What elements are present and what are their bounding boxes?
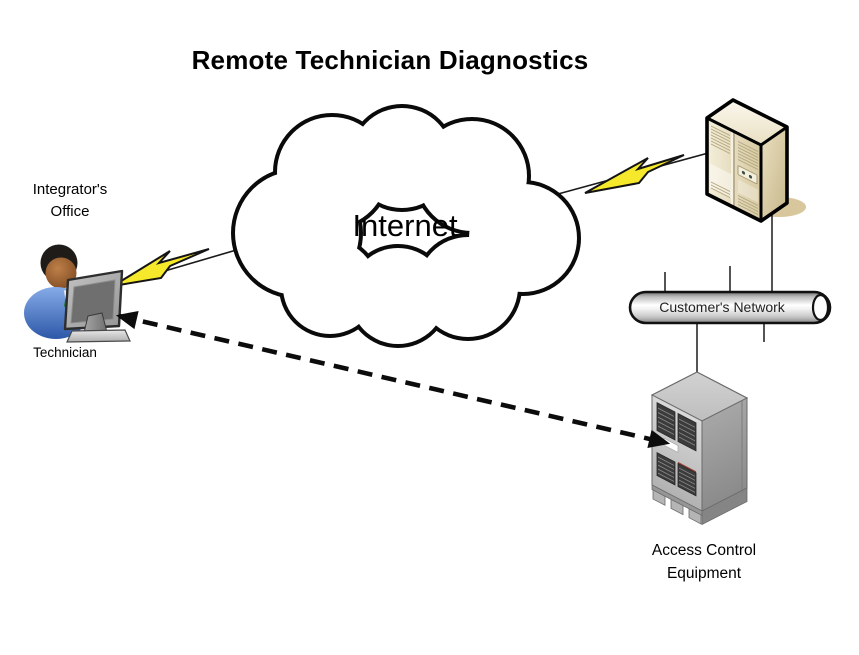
technician-at-computer-icon [24, 244, 131, 343]
access-control-label: Access Control Equipment [625, 539, 783, 585]
lightning-bolt-icon [584, 154, 685, 194]
monitor-icon [63, 269, 131, 343]
left-lightning-link [109, 245, 251, 288]
access-control-cabinet-icon [650, 371, 749, 526]
dashed-double-arrow [115, 310, 671, 449]
diagram-title: Remote Technician Diagnostics [191, 45, 589, 75]
server-tower-icon [705, 98, 806, 293]
integrator-office-label: Integrator's Office [5, 179, 135, 223]
integrator-office-line1: Integrator's [32, 181, 108, 198]
monitor-base [66, 329, 131, 343]
internet-label: Internet [352, 208, 458, 243]
network-connector-lines [664, 266, 765, 373]
customer-network-label: Customer's Network [659, 299, 785, 315]
access-control-line1: Access Control [651, 542, 757, 559]
internet-cloud-icon [231, 104, 581, 348]
right-lightning-link [557, 151, 713, 195]
lightning-bolt-icon [112, 248, 210, 287]
technician-label: Technician [33, 345, 97, 360]
access-control-line2: Equipment [666, 565, 742, 582]
network-bus-pipe-icon [628, 290, 832, 325]
integrator-office-line2: Office [50, 203, 90, 220]
